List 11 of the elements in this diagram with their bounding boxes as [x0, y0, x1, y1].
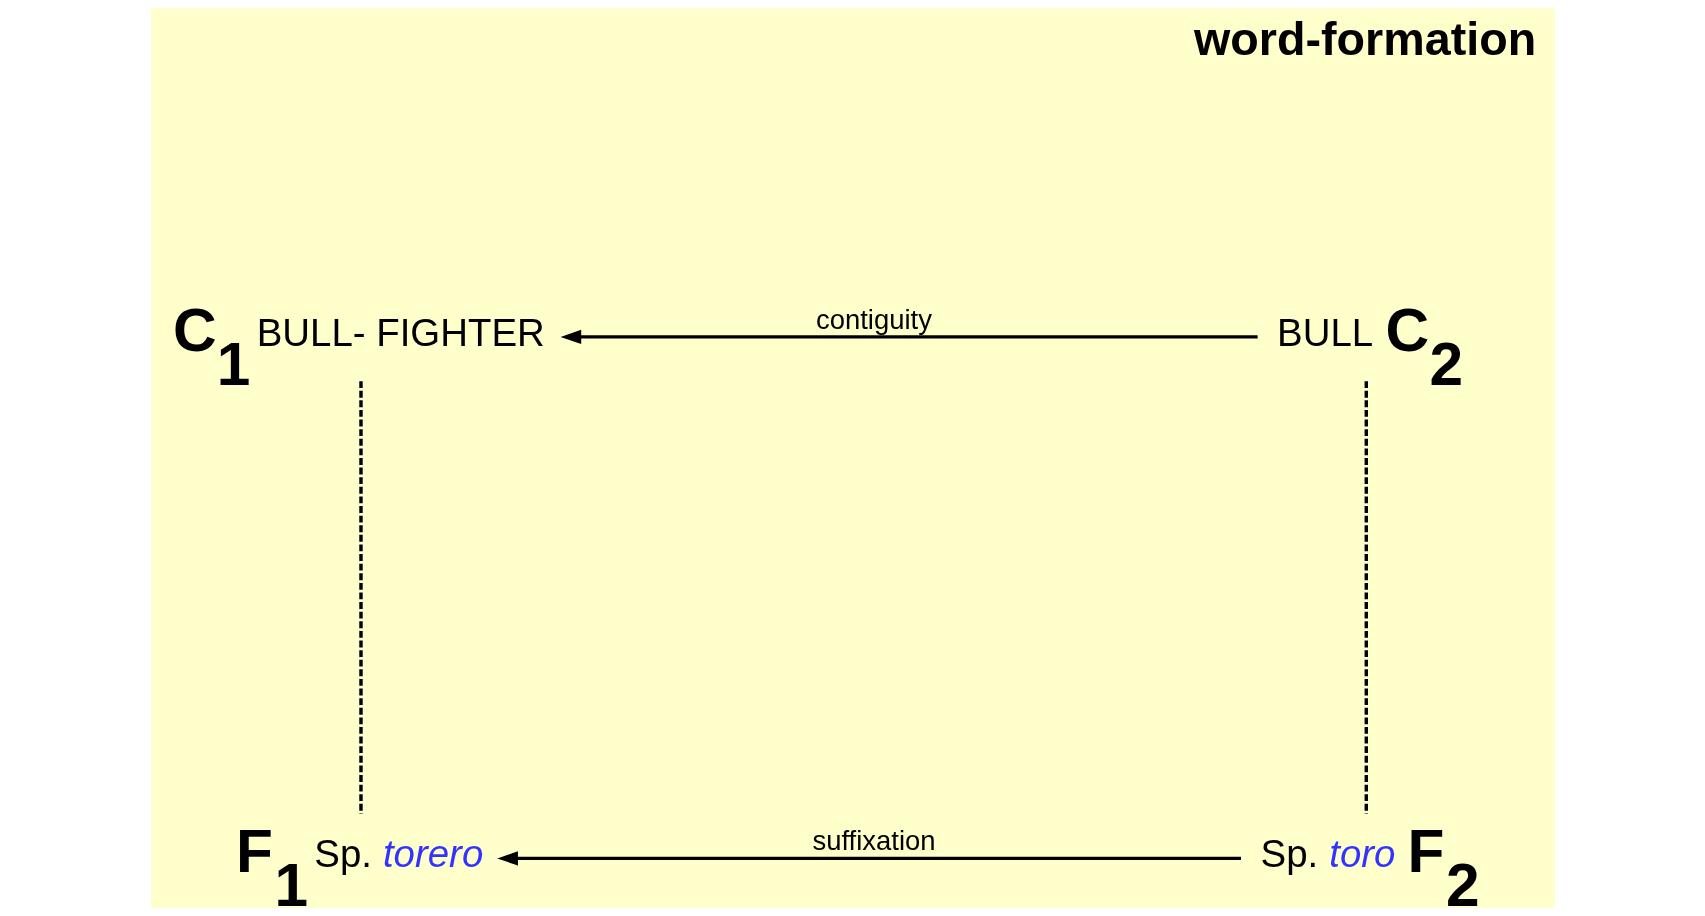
edge-label: contiguity: [815, 303, 932, 335]
node-text: Sp. toro: [1260, 831, 1395, 875]
edge-label: suffixation: [812, 825, 936, 857]
node-text: BULL- FIGHTER: [256, 311, 545, 355]
connector: [358, 381, 363, 815]
node-text: Sp. torero: [313, 831, 483, 875]
arrow: [496, 851, 1241, 866]
node-text: BULL: [1276, 311, 1373, 355]
label: word-formation: [1193, 13, 1536, 66]
arrow: [560, 329, 1258, 345]
connector: [1364, 381, 1368, 815]
